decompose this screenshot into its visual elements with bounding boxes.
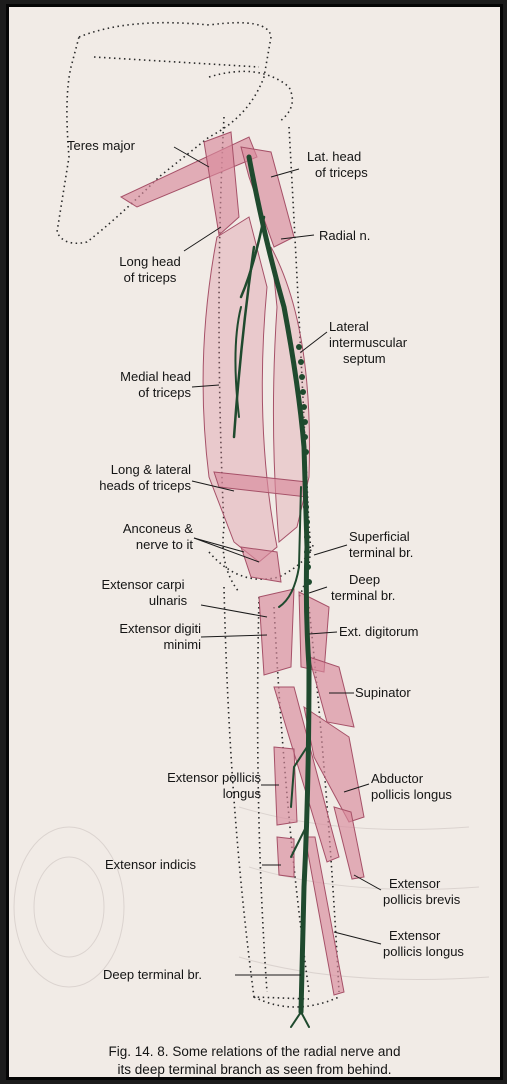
label-line: nerve to it	[97, 537, 193, 553]
label-line: Extensor carpi	[83, 577, 203, 593]
label-ext-pollicis-brevis: Extensor pollicis brevis	[383, 876, 460, 908]
figure-caption: Fig. 14. 8. Some relations of the radial…	[9, 1043, 500, 1079]
label-line: Long head	[101, 254, 199, 270]
extensor-pollicis-longus-tendon	[305, 837, 344, 995]
label-medial-head-triceps: Medial head of triceps	[79, 369, 191, 401]
label-deep-terminal-br-upper: Deep terminal br.	[331, 572, 395, 604]
figure-page: Teres major Lat. head of triceps Radial …	[6, 4, 503, 1080]
label-line: of triceps	[79, 385, 191, 401]
label-deep-terminal-br: Deep terminal br.	[103, 967, 202, 983]
label-line: Extensor	[383, 876, 460, 892]
label-line: of triceps	[101, 270, 199, 286]
label-line: pollicis longus	[371, 787, 452, 803]
label-line: Extensor	[383, 928, 464, 944]
caption-line-2: its deep terminal branch as seen from be…	[9, 1061, 500, 1079]
label-line: Extensor digiti	[79, 621, 201, 637]
label-lateral-septum: Lateral intermuscular septum	[329, 319, 407, 367]
label-ext-carpi-ulnaris: Extensor carpi ulnaris	[83, 577, 203, 609]
label-line: ulnaris	[83, 593, 203, 609]
caption-line-1: Fig. 14. 8. Some relations of the radial…	[9, 1043, 500, 1061]
triceps-belly	[203, 217, 277, 562]
label-ext-indicis: Extensor indicis	[105, 857, 196, 873]
label-abductor-pollicis-longus: Abductor pollicis longus	[371, 771, 452, 803]
label-long-lateral-heads: Long & lateral heads of triceps	[67, 462, 191, 494]
arm-illustration	[9, 7, 500, 1077]
extensor-carpi-ulnaris-muscle	[259, 589, 294, 675]
label-line: Long & lateral	[67, 462, 191, 478]
label-ext-pollicis-longus-left: Extensor pollicis longus	[93, 770, 261, 802]
label-superficial-terminal-br: Superficial terminal br.	[349, 529, 413, 561]
label-line: intermuscular	[329, 335, 407, 351]
label-line: terminal br.	[331, 588, 395, 604]
label-anconeus: Anconeus & nerve to it	[97, 521, 193, 553]
label-line: Extensor pollicis	[93, 770, 261, 786]
label-ext-pollicis-longus-right: Extensor pollicis longus	[383, 928, 464, 960]
label-line: Lat. head	[307, 149, 368, 165]
label-line: pollicis longus	[383, 944, 464, 960]
label-line: heads of triceps	[67, 478, 191, 494]
label-line: pollicis brevis	[383, 892, 460, 908]
label-line: Abductor	[371, 771, 452, 787]
label-line: Superficial	[349, 529, 413, 545]
label-radial-n: Radial n.	[319, 228, 370, 244]
label-line: Medial head	[79, 369, 191, 385]
label-ext-digitorum: Ext. digitorum	[339, 624, 418, 640]
label-lat-head-triceps: Lat. head of triceps	[307, 149, 368, 181]
label-line: minimi	[79, 637, 201, 653]
label-long-head-triceps: Long head of triceps	[101, 254, 199, 286]
label-line: of triceps	[307, 165, 368, 181]
label-line: septum	[329, 351, 407, 367]
label-supinator: Supinator	[355, 685, 411, 701]
label-ext-digiti-minimi: Extensor digiti minimi	[79, 621, 201, 653]
label-line: terminal br.	[349, 545, 413, 561]
label-line: Deep	[331, 572, 395, 588]
label-line: longus	[93, 786, 261, 802]
label-line: Lateral	[329, 319, 407, 335]
label-teres-major: Teres major	[67, 138, 135, 154]
label-line: Anconeus &	[97, 521, 193, 537]
